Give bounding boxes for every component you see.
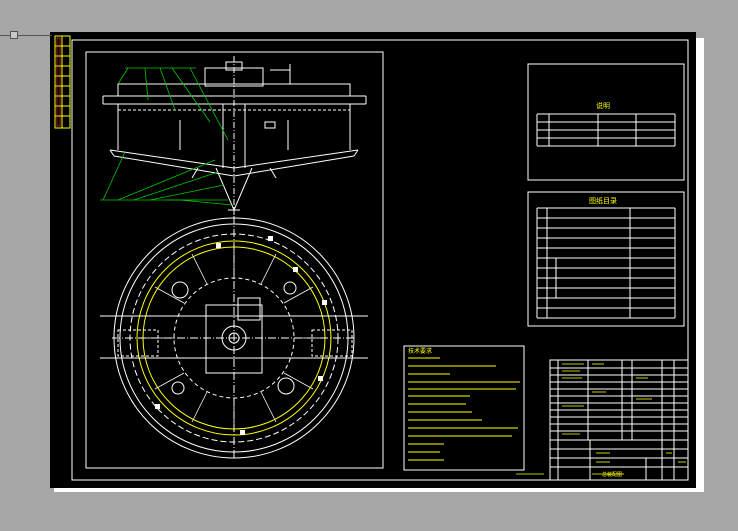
drawing-number: 总装配图 [602, 471, 622, 478]
title-block-entries [516, 363, 686, 475]
table-1 [527, 63, 685, 181]
selection-line [0, 35, 52, 36]
notes-heading: 技术要求 [408, 347, 432, 355]
part-leaders [100, 67, 233, 206]
plan-radial-ribs [142, 244, 326, 432]
grip-handle[interactable] [10, 31, 18, 39]
views-frame [85, 51, 384, 469]
plan-bolt-marks [155, 236, 327, 435]
section-view [102, 56, 367, 215]
drawing-border [71, 39, 689, 481]
table-2-title: 图纸目录 [589, 196, 617, 205]
left-margin-strip [54, 35, 71, 129]
table-2 [527, 191, 685, 327]
title-block [549, 359, 689, 481]
notes-box [403, 345, 525, 471]
table-1-title: 说明 [596, 101, 610, 110]
notes-text-lines [408, 357, 520, 461]
